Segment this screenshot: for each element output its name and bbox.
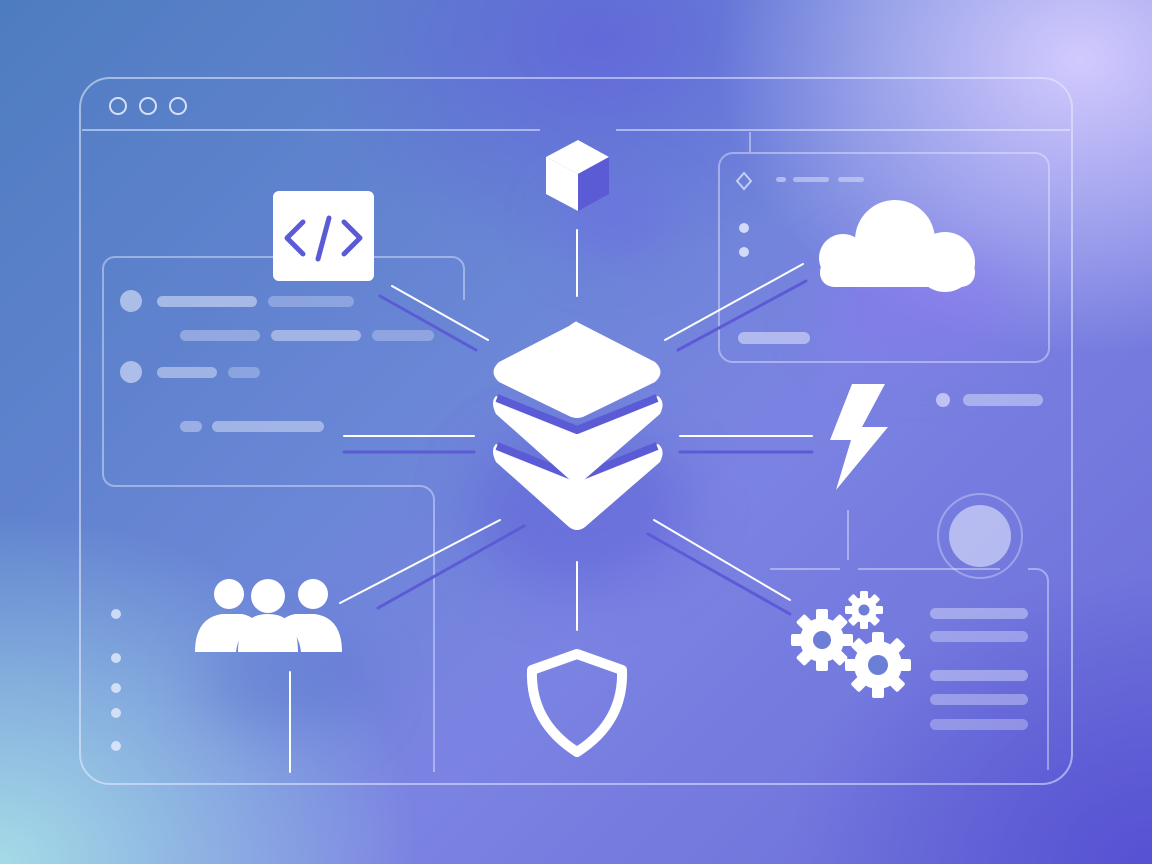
left-dots	[111, 609, 121, 751]
window-dot[interactable]	[139, 97, 157, 115]
left-panel-content	[120, 290, 434, 432]
layers-stack-icon[interactable]	[493, 321, 663, 531]
window-controls[interactable]	[109, 97, 187, 115]
left-panel	[102, 256, 435, 772]
users-icon[interactable]	[195, 579, 342, 652]
window-dot[interactable]	[109, 97, 127, 115]
window-dot[interactable]	[169, 97, 187, 115]
right-panel-content	[735, 171, 1043, 407]
lightning-icon[interactable]	[830, 384, 888, 490]
cloud-icon[interactable]	[819, 200, 975, 292]
cube-icon[interactable]	[546, 140, 609, 211]
shield-icon[interactable]	[526, 649, 628, 757]
gears-icon[interactable]	[791, 591, 911, 698]
code-icon[interactable]	[273, 191, 374, 281]
connectors	[289, 229, 814, 773]
right-top-panel	[718, 152, 1050, 363]
right-bottom-content	[930, 493, 1028, 730]
right-bottom-panel	[1028, 568, 1049, 770]
browser-window-frame	[79, 77, 1073, 785]
left-panel-top-edge	[374, 256, 465, 300]
